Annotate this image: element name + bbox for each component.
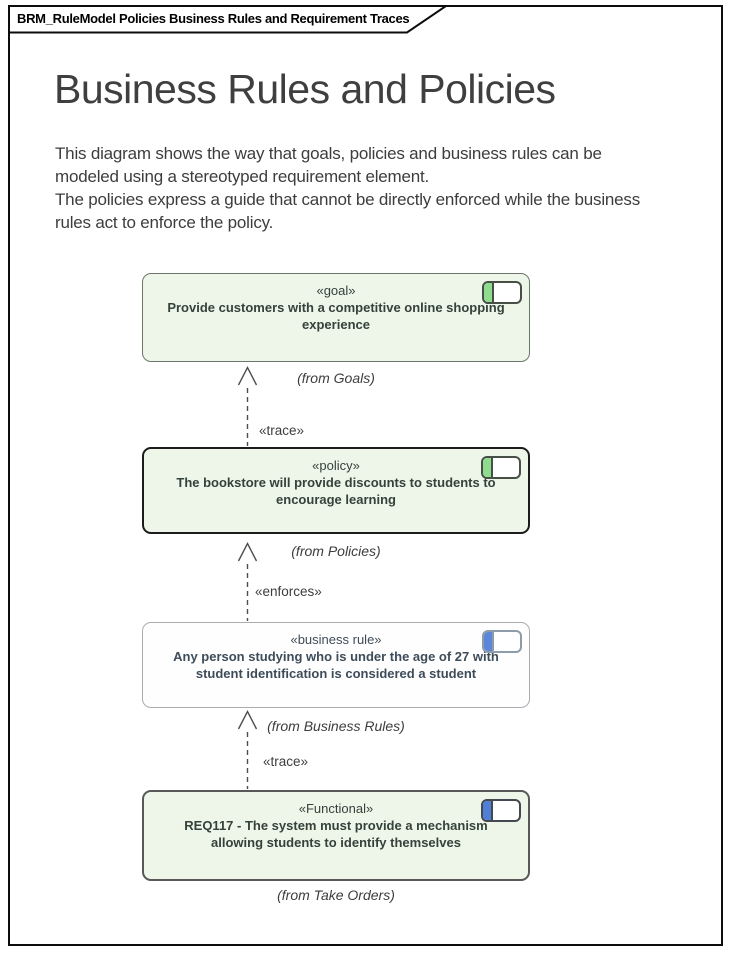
description-line: rules act to enforce the policy. — [55, 213, 274, 232]
description-line: The policies express a guide that cannot… — [55, 190, 641, 209]
node-name: REQ117 - The system must provide a mecha… — [144, 817, 528, 851]
requirement-status-bar-icon — [484, 632, 494, 651]
requirement-icon — [481, 456, 521, 479]
requirement-icon — [481, 799, 521, 822]
requirement-node-goal[interactable]: «goal» Provide customers with a competit… — [142, 273, 530, 362]
stereotype-label: «business rule» — [290, 632, 382, 647]
node-name-line: Provide customers with a competitive onl… — [167, 300, 505, 315]
requirement-node-business-rule[interactable]: «business rule» Any person studying who … — [142, 622, 530, 708]
stereotype-label: «goal» — [316, 283, 356, 298]
from-package-label: (from Business Rules) — [267, 718, 405, 734]
requirement-icon — [482, 281, 522, 304]
connector-label-trace: «trace» — [259, 423, 305, 438]
requirement-icon — [482, 630, 522, 653]
node-name-line: student identification is considered a s… — [195, 666, 477, 681]
frame-tab-label: BRM_RuleModel Policies Business Rules an… — [17, 11, 410, 26]
requirement-status-bar-icon — [483, 458, 493, 477]
requirement-node-policy[interactable]: «policy» The bookstore will provide disc… — [142, 447, 530, 534]
diagram-description: This diagram shows the way that goals, p… — [55, 142, 705, 234]
requirement-status-bar-icon — [484, 283, 494, 302]
description-line: modeled using a stereotyped requirement … — [55, 167, 430, 186]
from-package-label: (from Policies) — [291, 543, 381, 559]
node-name-line: Any person studying who is under the age… — [173, 649, 499, 664]
node-name-line: allowing students to identify themselves — [211, 835, 461, 850]
from-package-label: (from Goals) — [297, 370, 375, 386]
requirement-node-functional[interactable]: «Functional» REQ117 - The system must pr… — [142, 790, 530, 881]
node-name-line: REQ117 - The system must provide a mecha… — [184, 818, 488, 833]
node-name: Provide customers with a competitive onl… — [143, 299, 529, 333]
connector-label-trace: «trace» — [263, 754, 309, 769]
node-name-line: encourage learning — [276, 492, 396, 507]
connector-label-enforces: «enforces» — [255, 584, 322, 599]
node-name-line: experience — [302, 317, 370, 332]
node-name-line: The bookstore will provide discounts to … — [176, 475, 496, 490]
description-line: This diagram shows the way that goals, p… — [55, 144, 602, 163]
node-name: The bookstore will provide discounts to … — [144, 474, 528, 508]
stereotype-label: «policy» — [312, 458, 360, 473]
from-package-label: (from Take Orders) — [277, 887, 395, 903]
node-name: Any person studying who is under the age… — [143, 648, 529, 682]
requirement-status-bar-icon — [483, 801, 493, 820]
page-title: Business Rules and Policies — [54, 66, 556, 112]
stereotype-label: «Functional» — [298, 801, 374, 816]
